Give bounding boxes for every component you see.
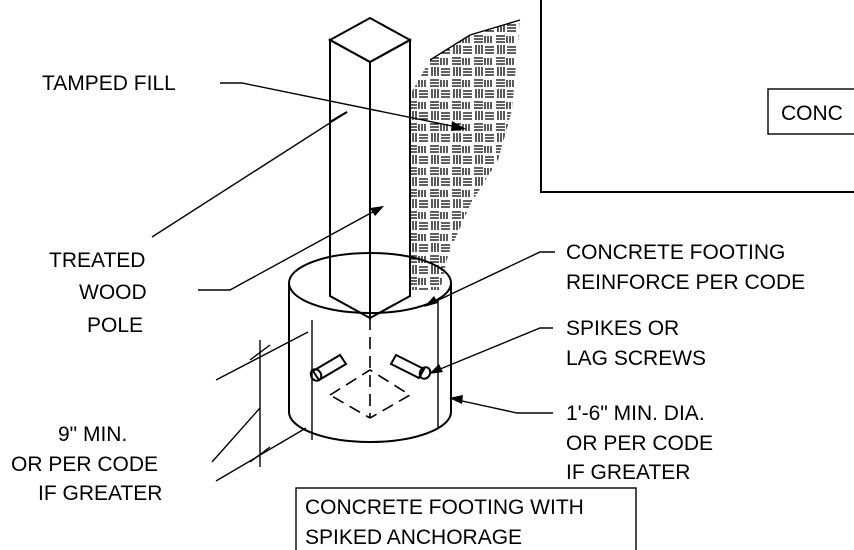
excavation-outline bbox=[329, 111, 348, 296]
label-pole: POLE bbox=[87, 314, 143, 337]
label-spikes-line1: SPIKES OR bbox=[566, 317, 679, 340]
label-depth-line2: OR PER CODE bbox=[11, 453, 158, 476]
hidden-pole-base bbox=[328, 369, 412, 419]
label-diameter-line1: 1'-6" MIN. DIA. bbox=[566, 402, 705, 425]
leader-wood-pole-arrow bbox=[370, 206, 384, 216]
leader-spikes-arrow bbox=[429, 364, 443, 374]
leader-diameter bbox=[452, 398, 553, 414]
spike-left bbox=[309, 353, 348, 382]
leader-depth bbox=[211, 407, 261, 463]
label-diameter-line2: OR PER CODE bbox=[566, 432, 713, 455]
label-wood: WOOD bbox=[79, 281, 147, 304]
title-line2: SPIKED ANCHORAGE bbox=[305, 526, 522, 549]
dimension-tick bbox=[249, 446, 271, 463]
leader-tamped-fill-arrow bbox=[451, 121, 466, 131]
wood-pole-front bbox=[329, 38, 371, 320]
label-diameter-line3: IF GREATER bbox=[566, 461, 690, 484]
soil-edge-line bbox=[429, 19, 521, 61]
dimension-tick bbox=[249, 344, 271, 361]
leader-spikes bbox=[432, 327, 553, 373]
label-depth-line1: 9" MIN. bbox=[58, 423, 127, 446]
label-footing-line2: REINFORCE PER CODE bbox=[566, 271, 805, 294]
inset-frame bbox=[540, 0, 854, 193]
leader-tamped-fill bbox=[220, 82, 463, 129]
leader-footing-note bbox=[427, 251, 555, 306]
title-box bbox=[295, 487, 637, 550]
wood-pole-top bbox=[327, 16, 413, 64]
title-line1: CONCRETE FOOTING WITH bbox=[305, 496, 584, 519]
inset-label-box bbox=[767, 88, 854, 135]
inset-label-text: CONC bbox=[781, 102, 843, 125]
spike-right bbox=[389, 353, 432, 380]
leader-wood-pole bbox=[198, 207, 381, 291]
wood-pole-side bbox=[369, 38, 411, 320]
label-spikes-line2: LAG SCREWS bbox=[566, 347, 706, 370]
leader-pole-slope bbox=[151, 111, 348, 238]
label-footing-line1: CONCRETE FOOTING bbox=[566, 241, 785, 264]
leader-diameter-arrow bbox=[449, 395, 463, 404]
leader-footing-note-arrow bbox=[424, 296, 438, 307]
dimension-extension bbox=[215, 331, 309, 381]
tamped-fill-hatch bbox=[410, 20, 520, 290]
label-treated: TREATED bbox=[49, 249, 145, 272]
label-depth-line3: IF GREATER bbox=[38, 482, 162, 505]
label-tamped-fill: TAMPED FILL bbox=[42, 72, 176, 95]
footing-body bbox=[288, 283, 452, 443]
